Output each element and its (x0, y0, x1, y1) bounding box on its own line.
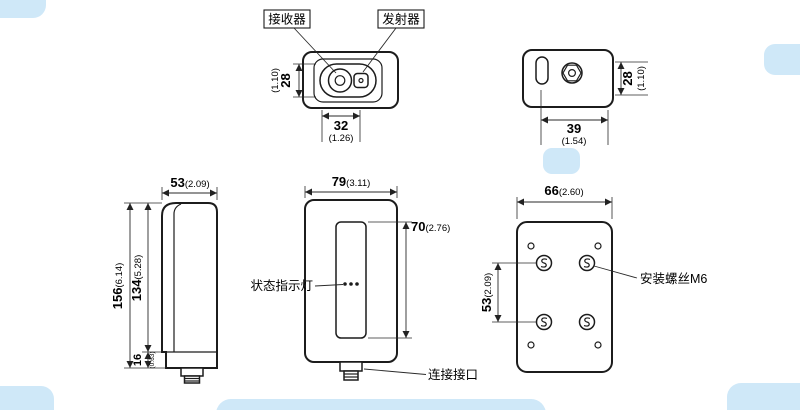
dim-16-inch: (0.63) (149, 352, 156, 369)
corner-hole (594, 242, 602, 250)
lens-bezel (313, 58, 383, 103)
dim-134-mm: 134 (129, 279, 144, 301)
transmitter-leader-line (362, 27, 397, 73)
dim-79-inch: (3.11) (346, 178, 370, 189)
decor-bottom-center (216, 399, 546, 410)
dim-70-text: 70(2.76) (411, 219, 450, 234)
transmitter-emitter (358, 77, 364, 84)
screw-hex (562, 64, 582, 82)
decor-center (543, 148, 580, 174)
connector-collar (339, 361, 363, 372)
screw-slot-mark (540, 317, 548, 327)
dim-134-inch: (5.28) (133, 255, 144, 280)
dim-28-inch: (1.10) (270, 68, 281, 93)
front-bezel-line (173, 203, 182, 352)
top-view-front: 接收器 发射器 28 (1.10) 32 (1.26) (263, 9, 425, 144)
indicator-window (335, 221, 367, 339)
screw-center (567, 68, 576, 77)
dim-32-inch: (1.26) (329, 133, 354, 144)
dim-39-mm: 39 (567, 121, 581, 136)
connector-tip (183, 375, 201, 384)
dim-53r-mm: 53 (479, 298, 494, 312)
dim-156-mm: 156 (110, 288, 125, 310)
dim-39-inch: (1.54) (562, 136, 587, 147)
dim-53-mm: 53 (170, 175, 184, 190)
status-led-dot (349, 282, 353, 286)
rear-view: 66(2.60) 53(2.09) 安装螺丝M6 (479, 183, 707, 373)
decor-bottom-left (0, 386, 54, 410)
side-view: 53(2.09) 156(6.14) 134(5.28) 16 (0.63) (110, 175, 218, 384)
top-view-rear: 39 (1.54) 28 (1.10) (522, 49, 648, 147)
status-led-dot (343, 282, 347, 286)
connector-collar (180, 367, 204, 377)
screw-slot-mark (583, 317, 591, 327)
device-outline (161, 202, 218, 369)
corner-hole (527, 341, 535, 349)
receiver-lens (327, 68, 353, 93)
mount-slot (535, 56, 549, 85)
mount-screw (578, 254, 596, 272)
dim-70-inch: (2.76) (425, 223, 450, 234)
receiver-leader-line (293, 27, 337, 74)
receiver-label-box (263, 9, 311, 29)
dim-79-mm: 79 (332, 174, 346, 189)
mount-screw (535, 313, 553, 331)
dim-16-mm: 16 (132, 354, 144, 366)
dim-28r-mm: 28 (620, 71, 635, 85)
dim-134-text: 134(5.28) (129, 255, 144, 302)
decor-top-left (0, 0, 46, 18)
receiver-lens-inner (334, 75, 346, 86)
screw-slot-mark (540, 258, 548, 268)
dim-53r-inch: (2.09) (483, 273, 494, 298)
status-light-leader (314, 284, 344, 287)
connector-label: 连接接口 (428, 367, 478, 382)
screw-slot-mark (583, 258, 591, 268)
decor-bottom-right (727, 383, 800, 410)
mount-screw (535, 254, 553, 272)
connector-leader (363, 368, 427, 375)
dim-66-inch: (2.60) (559, 187, 584, 198)
dim-156-text: 156(6.14) (110, 263, 125, 310)
dim-53-inch: (2.09) (185, 179, 210, 190)
dim-66-mm: 66 (544, 183, 558, 198)
dim-53r-text: 53(2.09) (479, 273, 494, 312)
dim-28r-inch: (1.10) (636, 66, 647, 91)
transmitter-window (353, 72, 369, 89)
dim-79-text: 79(3.11) (332, 174, 371, 189)
front-view: 79(3.11) 70(2.76) 状态指示灯 连接接口 (250, 174, 478, 382)
dim-32-mm: 32 (334, 118, 348, 133)
receiver-label: 接收器 (268, 12, 306, 27)
status-led-dot (355, 282, 359, 286)
corner-hole (527, 242, 535, 250)
transmitter-label-box (377, 9, 425, 29)
connector-tip (343, 370, 359, 381)
decor-right-upper (764, 44, 800, 75)
mount-screw (578, 313, 596, 331)
status-light-label: 状态指示灯 (250, 278, 313, 293)
transmitter-label: 发射器 (382, 12, 420, 27)
dim-156-inch: (6.14) (114, 263, 125, 288)
dim-66-text: 66(2.60) (544, 183, 583, 198)
mount-screw-leader (593, 265, 638, 279)
dim-28-mm: 28 (278, 73, 293, 87)
mount-screw-label: 安装螺丝M6 (640, 271, 707, 286)
dim-70-mm: 70 (411, 219, 425, 234)
screw-head (561, 62, 583, 84)
device-outline (516, 221, 613, 373)
dim-53-text: 53(2.09) (170, 175, 209, 190)
corner-hole (594, 341, 602, 349)
